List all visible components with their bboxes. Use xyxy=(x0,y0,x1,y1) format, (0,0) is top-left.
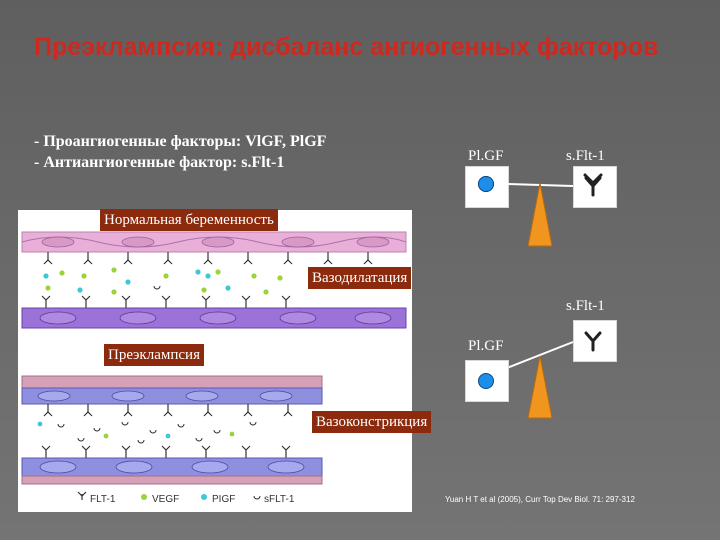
bottom-left-label: Pl.GF xyxy=(468,338,504,354)
top-left-label: Pl.GF xyxy=(468,148,504,164)
legend: FLT-1 VEGF PIGF sFLT-1 xyxy=(77,491,295,505)
preeclampsia-receptors-top xyxy=(43,404,293,417)
bottom-right-label: s.Flt-1 xyxy=(566,298,605,314)
legend-pigf-label: PIGF xyxy=(212,494,235,505)
bottom-plgf-box xyxy=(465,360,509,402)
preeclampsia-lumen-molecules xyxy=(37,421,257,444)
normal-lumen-molecules xyxy=(43,267,283,295)
top-plgf-box xyxy=(465,166,509,208)
normal-receptors-top xyxy=(43,252,373,265)
top-right-label: s.Flt-1 xyxy=(566,148,605,164)
vessel-illustration: FLT-1 VEGF PIGF sFLT-1 xyxy=(21,231,407,505)
legend-flt1-icon xyxy=(77,491,87,500)
bottom-fulcrum xyxy=(527,355,553,419)
legend-sflt1-icon xyxy=(253,495,261,500)
bottom-beam xyxy=(506,341,574,369)
preeclampsia-bottom-cell-layer xyxy=(21,457,323,485)
normal-bottom-cell-layer xyxy=(21,307,407,329)
top-fulcrum xyxy=(527,182,553,247)
bottom-sflt1-box xyxy=(573,320,617,362)
normal-top-cell-layer xyxy=(21,231,407,253)
top-beam xyxy=(506,183,574,187)
legend-pigf-icon xyxy=(201,494,207,500)
vessel-illustration-panel: FLT-1 VEGF PIGF sFLT-1 xyxy=(18,210,412,512)
citation: Yuan H T et al (2005), Curr Top Dev Biol… xyxy=(445,495,635,504)
normal-receptors-bottom xyxy=(41,295,291,308)
preeclampsia-receptors-bottom xyxy=(41,445,291,458)
pro-angiogenic-factors: - Проангиогенные факторы: VlGF, PlGF xyxy=(34,133,327,150)
preeclampsia-top-cell-layer xyxy=(21,375,323,405)
legend-flt1-label: FLT-1 xyxy=(90,494,116,505)
tag-normal-pregnancy: Нормальная беременность xyxy=(100,209,278,231)
top-sflt1-box xyxy=(573,166,617,208)
legend-sflt1-label: sFLT-1 xyxy=(264,494,295,505)
tag-preeclampsia: Преэклампсия xyxy=(104,344,204,366)
legend-vegf-label: VEGF xyxy=(152,494,179,505)
slide-title: Преэклампсия: дисбаланс ангиогенных факт… xyxy=(34,33,659,61)
anti-angiogenic-factors: - Антиангиогенные фактор: s.Flt-1 xyxy=(34,154,285,171)
tag-vasodilation: Вазодилатация xyxy=(308,267,412,289)
legend-vegf-icon xyxy=(141,494,147,500)
tag-vasoconstriction: Вазоконстрикция xyxy=(312,411,432,433)
